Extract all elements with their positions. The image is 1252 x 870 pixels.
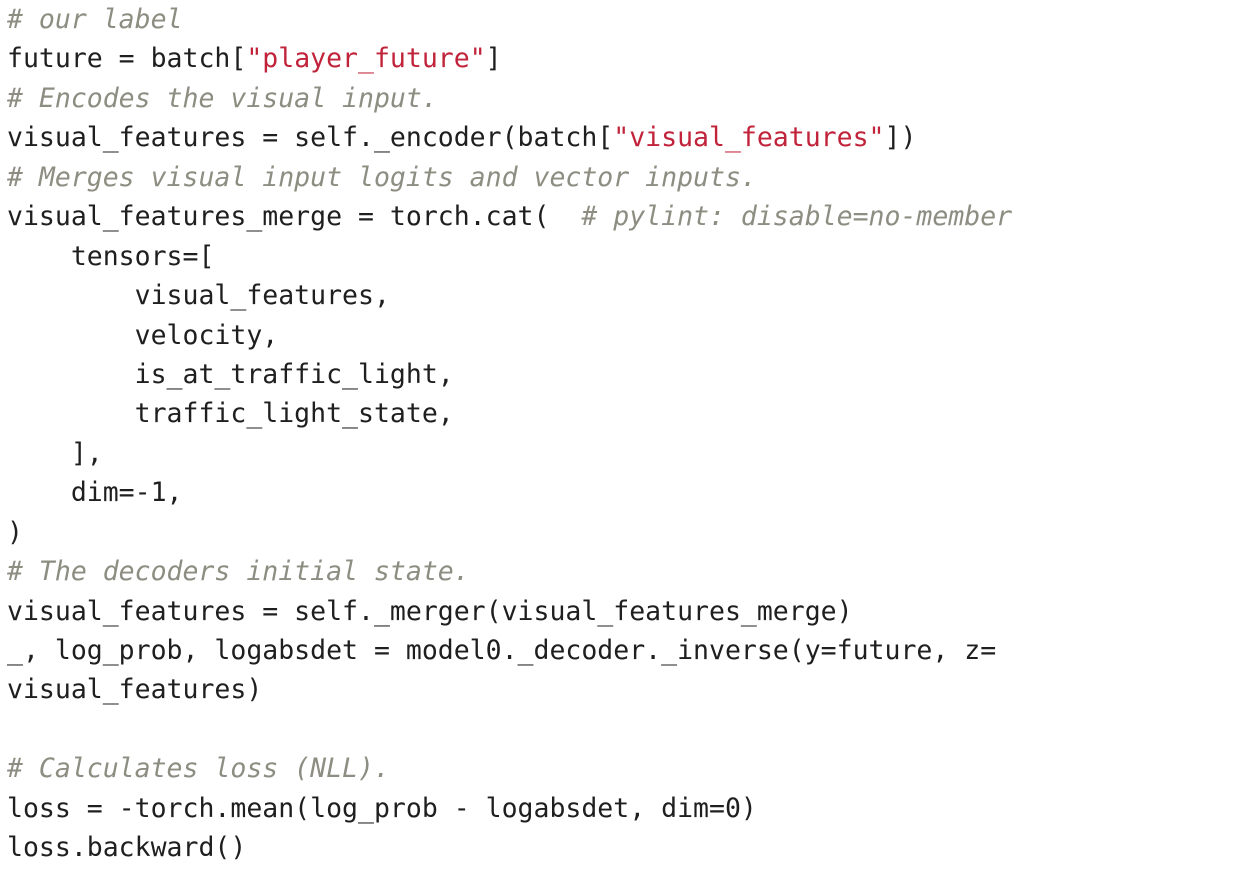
code-line: visual_features) (7, 670, 1012, 709)
code-text: _, log_prob, logabsdet = model0._decoder… (7, 635, 997, 666)
code-line (7, 710, 1012, 749)
code-comment: # pylint: disable=no-member (581, 201, 1013, 233)
code-line: future = batch["player_future"] (7, 39, 1012, 78)
code-text: loss.backward() (7, 832, 247, 864)
code-text: visual_features = self._encoder(batch[ (7, 122, 614, 154)
code-line: tensors=[ (7, 237, 1012, 276)
code-string: "player_future" (246, 43, 486, 75)
code-text: visual_features) (7, 674, 263, 706)
code-text: future = batch[ (7, 43, 247, 75)
code-comment: # Calculates loss (NLL). (7, 753, 390, 785)
code-text: loss = -torch.mean(log_prob - logabsdet,… (7, 792, 757, 824)
code-line: # Encodes the visual input. (7, 79, 1012, 118)
code-line: visual_features, (7, 276, 1012, 315)
code-comment: # our label (7, 4, 183, 35)
code-line: loss.backward() (7, 828, 1012, 867)
code-comment: # The decoders initial state. (7, 556, 470, 588)
code-comment: # Encodes the visual input. (7, 82, 438, 114)
code-text: visual_features = self._merger(visual_fe… (7, 595, 853, 627)
code-text: ) (7, 516, 23, 548)
code-line: ], (7, 434, 1012, 473)
code-line: # Merges visual input logits and vector … (7, 158, 1012, 197)
code-line: dim=-1, (7, 473, 1012, 512)
code-line: # Calculates loss (NLL). (7, 749, 1012, 788)
code-string: "visual_features" (613, 122, 885, 154)
code-block: # our label future = batch["player_future… (7, 0, 1012, 868)
code-line: visual_features_merge = torch.cat( # pyl… (7, 197, 1012, 236)
code-line: # The decoders initial state. (7, 552, 1012, 591)
code-line: # our label (7, 0, 1012, 39)
code-comment: # Merges visual input logits and vector … (7, 161, 757, 193)
code-line: visual_features = self._merger(visual_fe… (7, 592, 1012, 631)
code-line: is_at_traffic_light, (7, 355, 1012, 394)
code-text: tensors=[ (7, 240, 215, 272)
code-line: visual_features = self._encoder(batch["v… (7, 118, 1012, 157)
code-text: is_at_traffic_light, (7, 358, 454, 390)
code-text: visual_features_merge = torch.cat( (7, 201, 582, 233)
code-text: ]) (884, 122, 917, 154)
code-text: ], (7, 437, 103, 469)
code-line: velocity, (7, 316, 1012, 355)
code-line: ) (7, 513, 1012, 552)
code-text: velocity, (7, 319, 279, 351)
code-line: traffic_light_state, (7, 394, 1012, 433)
code-line: _, log_prob, logabsdet = model0._decoder… (7, 631, 1012, 670)
code-text: traffic_light_state, (7, 398, 454, 430)
code-text: dim=-1, (7, 477, 183, 509)
code-text: ] (485, 43, 502, 75)
code-line: loss = -torch.mean(log_prob - logabsdet,… (7, 789, 1012, 828)
code-text: visual_features, (7, 280, 390, 312)
